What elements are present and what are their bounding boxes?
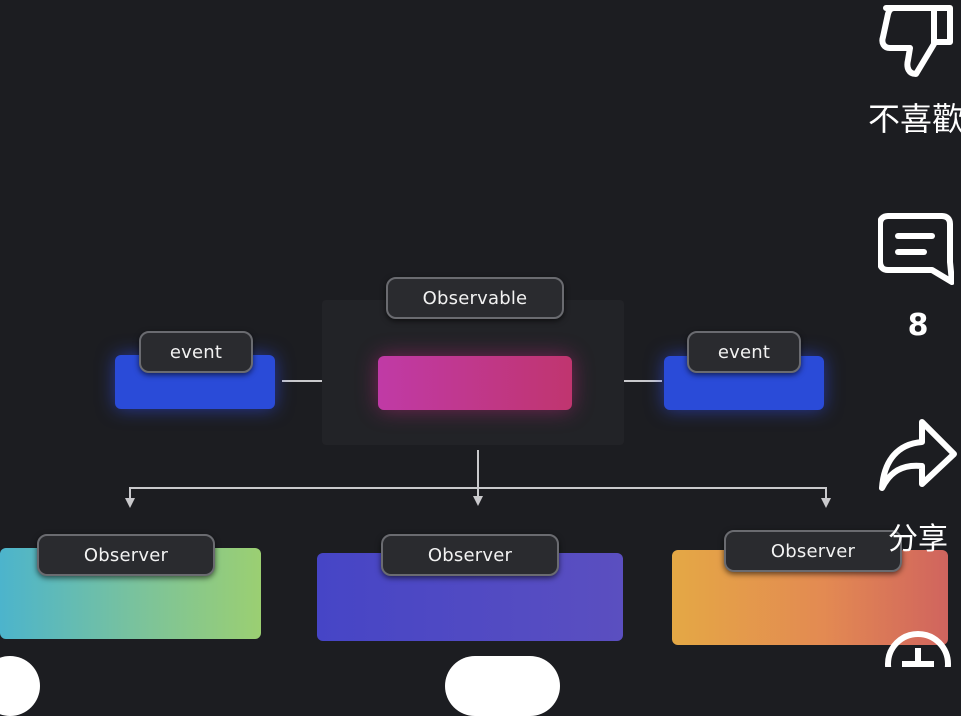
share-button[interactable] — [878, 418, 958, 494]
dislike-button[interactable] — [876, 2, 956, 82]
thumbs-down-icon — [879, 5, 953, 77]
share-label: 分享 — [888, 522, 948, 557]
event-label-left: event — [139, 331, 253, 373]
comments-count: 8 — [907, 308, 929, 343]
bottom-center-button[interactable] — [445, 656, 560, 716]
remix-button[interactable] — [880, 624, 956, 667]
observable-block — [378, 356, 572, 410]
observer-label-3: Observer — [724, 530, 902, 572]
observer-label-1: Observer — [37, 534, 215, 576]
dislike-label: 不喜歡 — [868, 100, 961, 138]
event-label-right: event — [687, 331, 801, 373]
comment-icon — [877, 213, 955, 285]
remix-icon — [885, 631, 951, 667]
comments-button[interactable] — [877, 210, 955, 286]
observer-label-2: Observer — [381, 534, 559, 576]
share-icon — [879, 419, 957, 491]
observable-label: Observable — [386, 277, 564, 319]
